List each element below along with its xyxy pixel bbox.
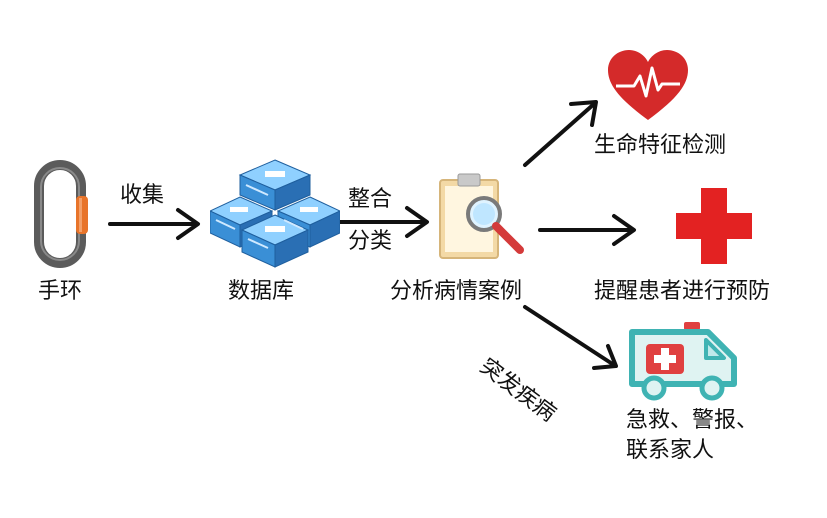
bracelet-label: 手环 <box>38 279 83 304</box>
database-server-icon <box>210 159 340 268</box>
red-cross-icon <box>676 188 752 264</box>
analysis-label: 分析病情案例 <box>390 279 523 304</box>
arrow-to-emergency-head <box>592 344 618 370</box>
heart-pulse-icon <box>608 50 688 120</box>
bracelet-icon <box>34 160 88 268</box>
database-label: 数据库 <box>228 279 295 304</box>
emergency-label-line1: 急救、警报、 <box>626 408 759 433</box>
prevent-label: 提醒患者进行预防 <box>594 279 771 304</box>
edge-label-integrate-1: 整合 <box>348 187 393 212</box>
arrow-to-vitals <box>523 102 596 167</box>
arrow-to-prevent-head <box>612 214 636 246</box>
edge-label-collect: 收集 <box>120 183 165 208</box>
edge-label-integrate-2: 分类 <box>348 229 393 254</box>
ambulance-icon <box>629 322 737 401</box>
vitals-label: 生命特征检测 <box>594 133 727 158</box>
arrow-integrate-head <box>405 206 429 238</box>
emergency-label-line2: 联系家人 <box>626 438 715 463</box>
clipboard-magnifier-icon <box>439 173 524 259</box>
arrow-to-emergency <box>523 305 616 367</box>
arrow-collect-head <box>176 208 200 240</box>
arrow-to-vitals-head <box>569 100 598 127</box>
